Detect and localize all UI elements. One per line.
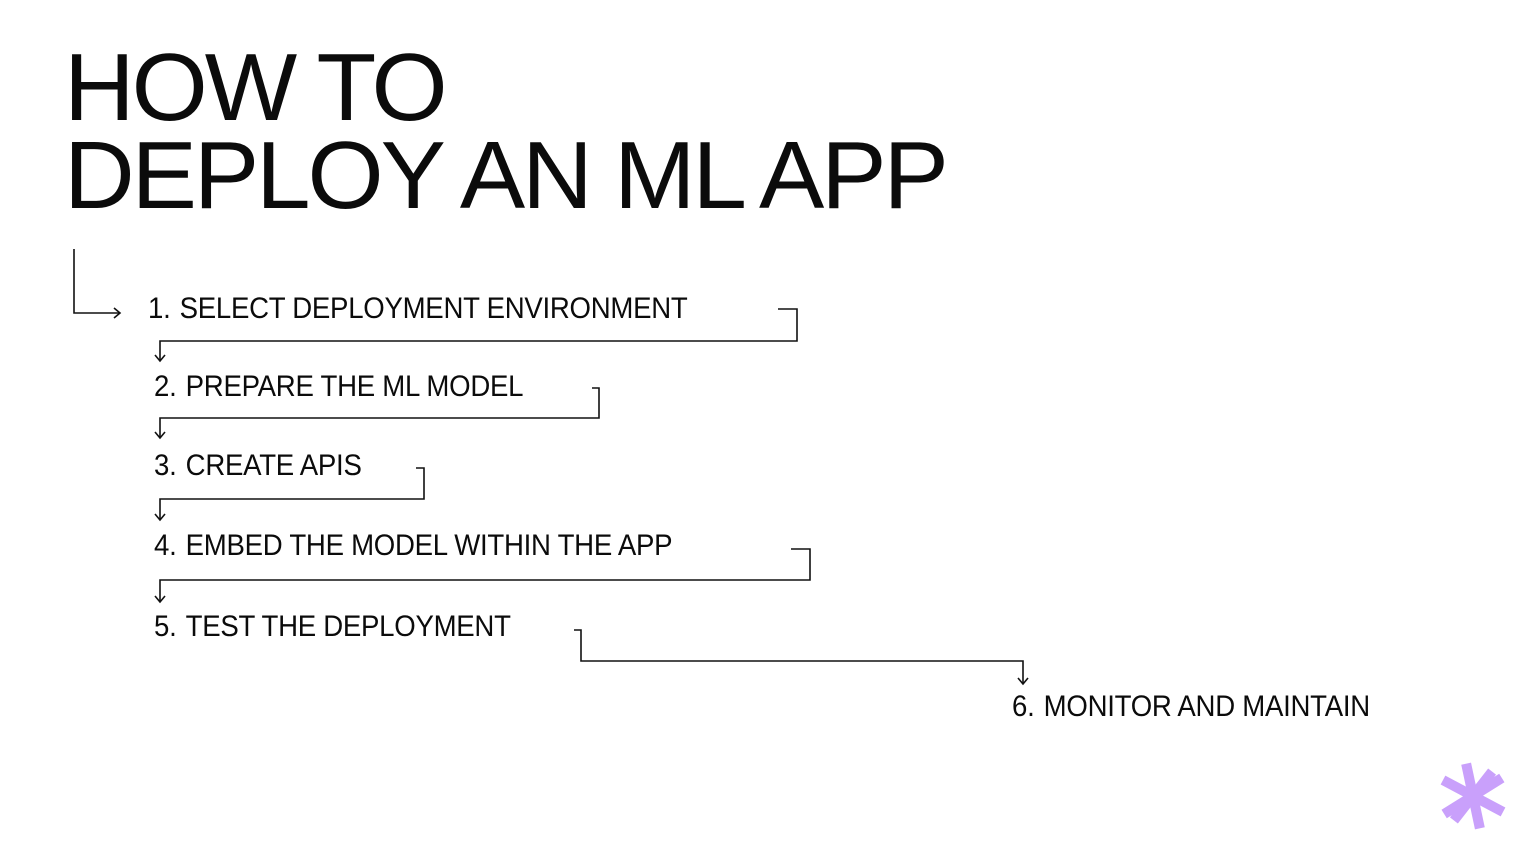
connector-2-3-icon <box>154 387 600 440</box>
step-label: TEST THE DEPLOYMENT <box>185 610 511 643</box>
step-2: 2.PREPARE THE ML MODEL <box>154 370 523 404</box>
step-label: PREPARE THE ML MODEL <box>185 370 524 403</box>
entry-arrow-icon <box>73 249 122 319</box>
connector-4-5-icon <box>154 548 811 604</box>
step-number: 1. <box>148 292 171 325</box>
step-3: 3.CREATE APIS <box>154 449 362 483</box>
step-label: SELECT DEPLOYMENT ENVIRONMENT <box>179 292 688 325</box>
step-label: MONITOR AND MAINTAIN <box>1043 690 1370 723</box>
page-title: HOW TO DEPLOY AN ML APP <box>64 34 949 229</box>
connector-3-4-icon <box>154 467 425 522</box>
step-5: 5.TEST THE DEPLOYMENT <box>154 610 511 644</box>
step-number: 6. <box>1012 690 1035 723</box>
step-number: 2. <box>154 370 177 403</box>
connector-5-6-icon <box>574 629 1029 686</box>
step-number: 4. <box>154 529 177 562</box>
step-label: EMBED THE MODEL WITHIN THE APP <box>185 529 673 562</box>
connector-1-2-icon <box>154 308 798 363</box>
step-number: 5. <box>154 610 177 643</box>
step-label: CREATE APIS <box>185 449 362 482</box>
step-4: 4.EMBED THE MODEL WITHIN THE APP <box>154 529 673 563</box>
step-6: 6.MONITOR AND MAINTAIN <box>1012 690 1370 724</box>
step-number: 3. <box>154 449 177 482</box>
title-line-1: HOW TO <box>64 34 448 141</box>
title-line-2: DEPLOY AN ML APP <box>64 122 949 229</box>
asterisk-icon <box>1440 762 1506 830</box>
step-1: 1.SELECT DEPLOYMENT ENVIRONMENT <box>148 292 688 326</box>
